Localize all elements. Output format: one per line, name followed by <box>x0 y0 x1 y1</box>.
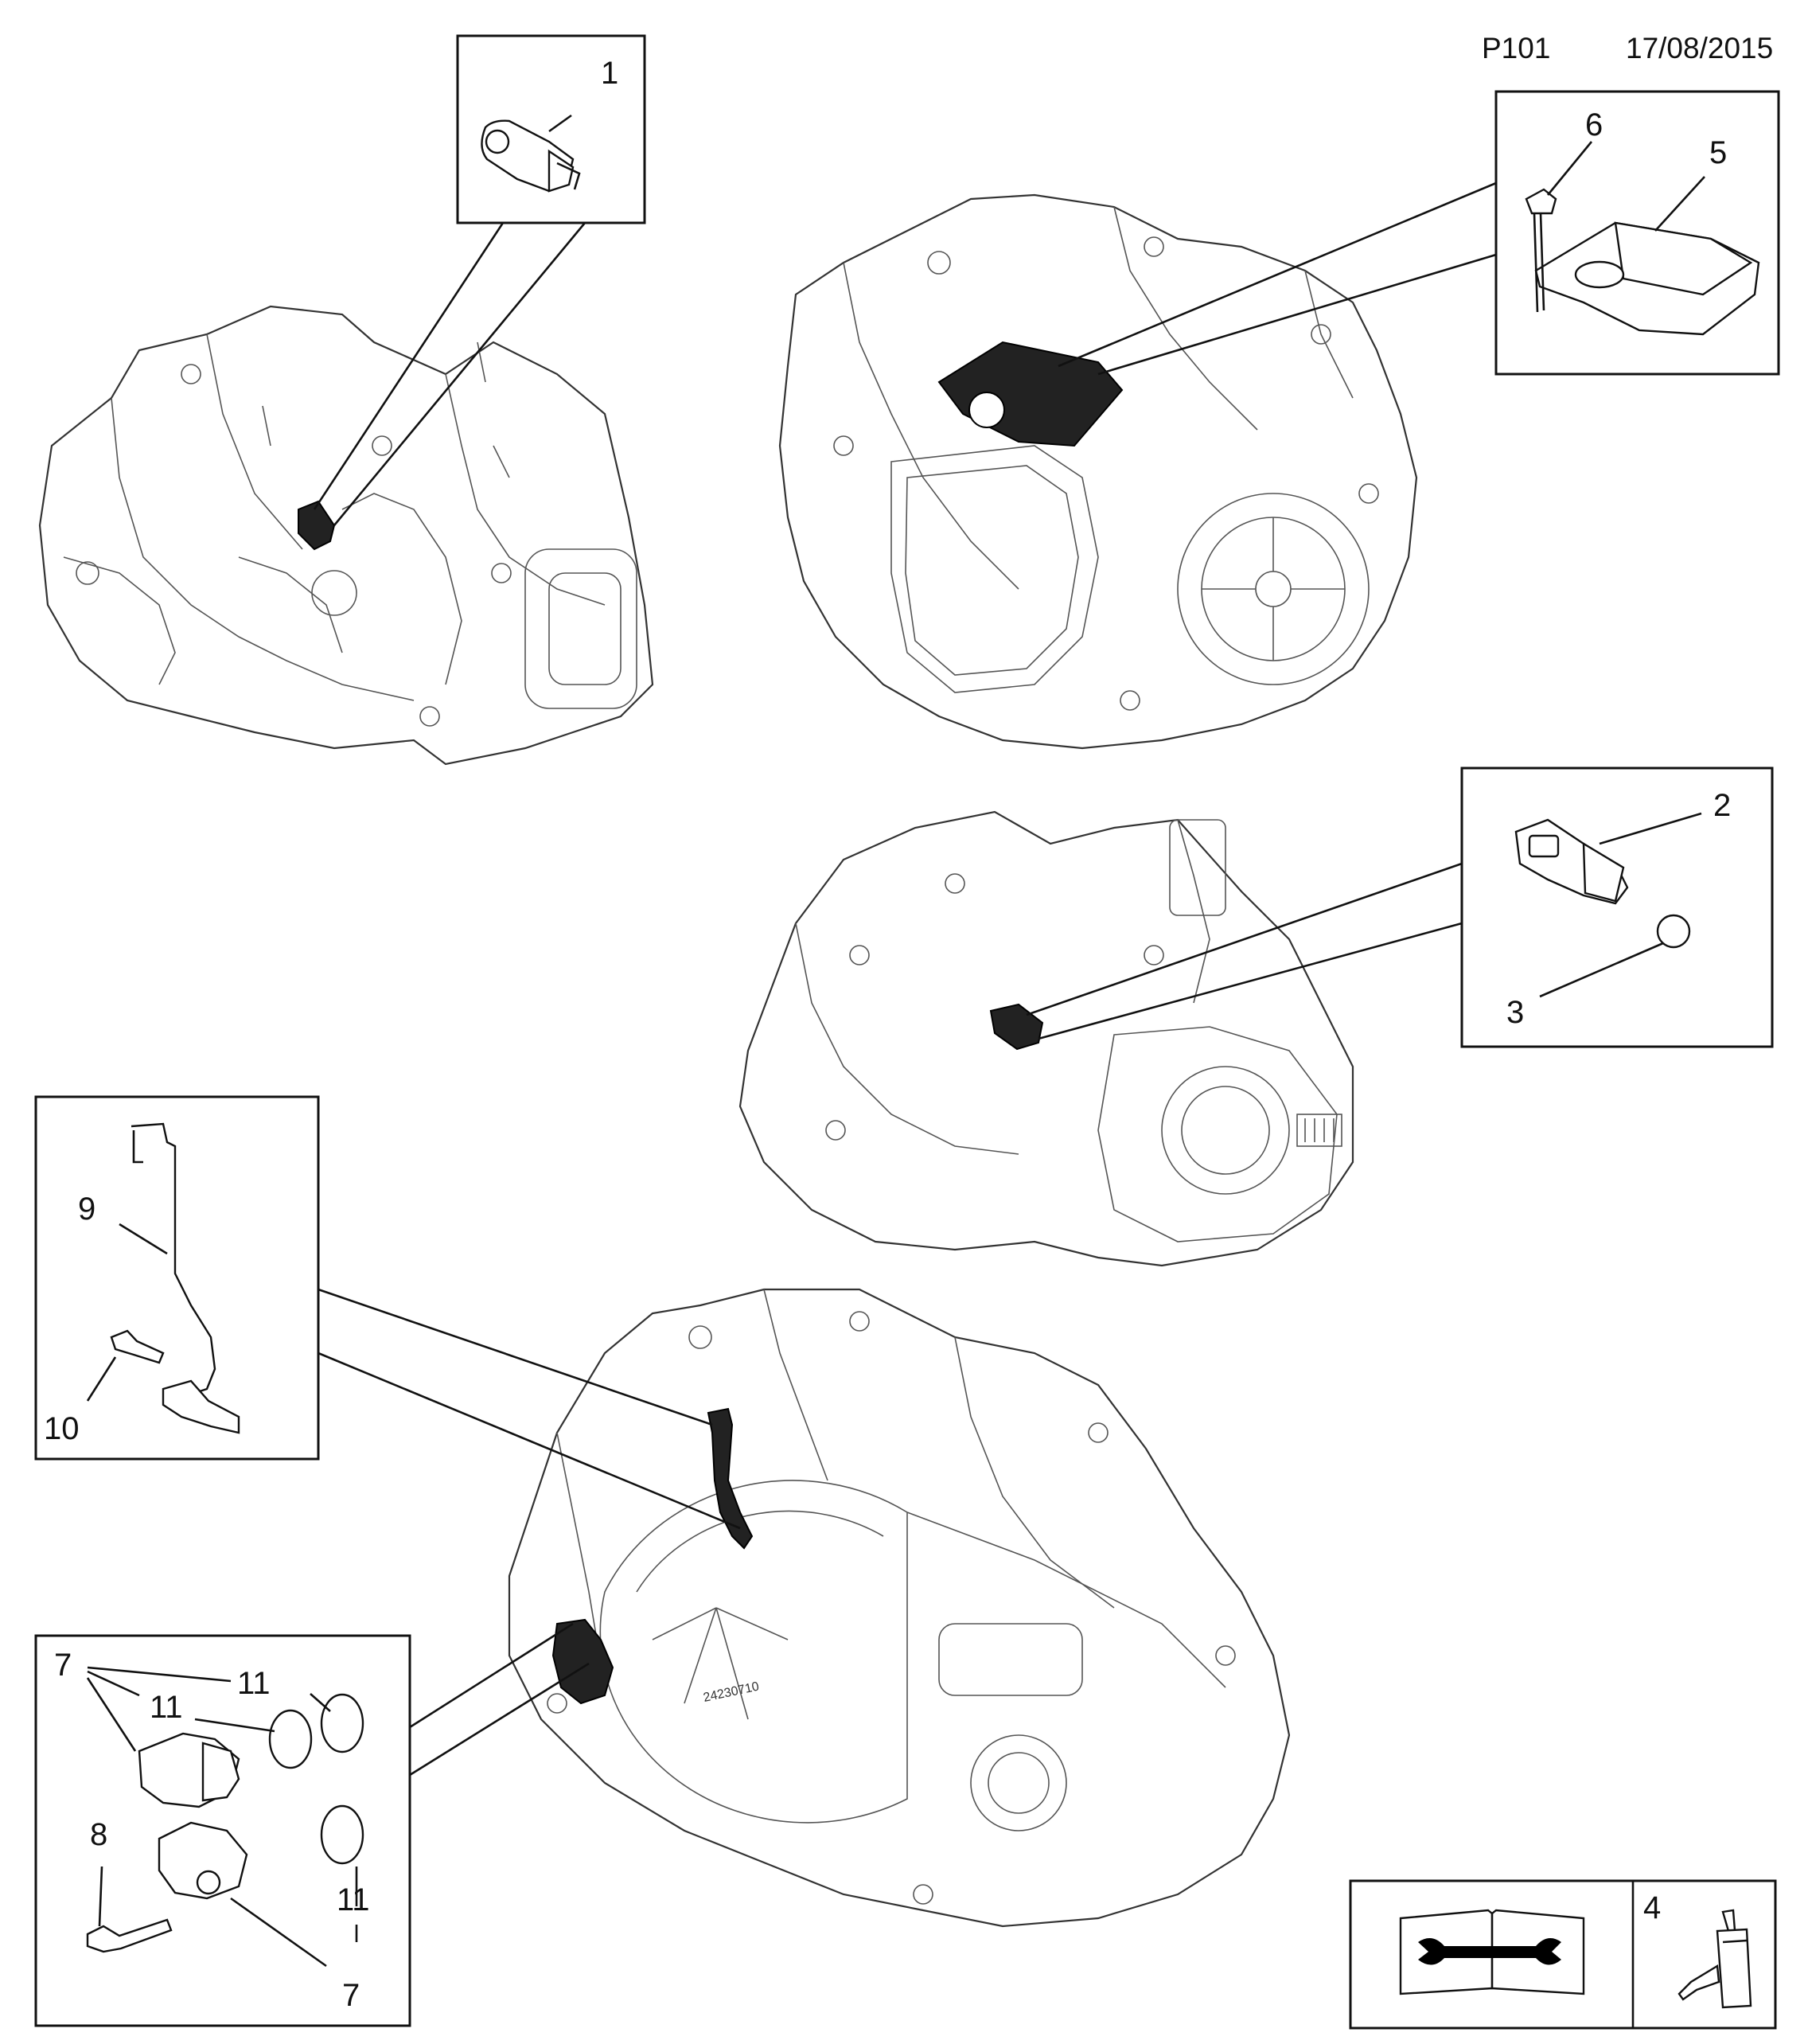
callout-8: 8 <box>90 1817 107 1852</box>
callout-11-top: 11 <box>237 1666 271 1701</box>
connector-line-2a <box>1026 862 1463 1016</box>
transmission-housing-d: 24230710 <box>508 1288 1291 1928</box>
connector-line-7b <box>409 1662 590 1777</box>
callout-9: 9 <box>78 1192 95 1227</box>
callout-7-top: 7 <box>54 1648 72 1683</box>
inset-box-2-3 <box>1460 766 1774 1048</box>
connector-line-9a <box>318 1288 713 1426</box>
callout-6: 6 <box>1585 107 1603 142</box>
connector-line-7a <box>409 1622 574 1729</box>
transmission-housing-c <box>738 810 1354 1267</box>
leader-line-1 <box>548 114 572 133</box>
callout-1: 1 <box>601 56 618 91</box>
connector-line-5a <box>1058 181 1497 368</box>
callout-11-bottom: 11 <box>337 1882 370 1917</box>
page-date: 17/08/2015 <box>1626 32 1774 64</box>
leader-line-7a-1 <box>87 1666 232 1683</box>
leader-line-9 <box>119 1223 168 1255</box>
leader-line-7b <box>230 1897 327 1968</box>
connector-line-5b <box>1097 253 1497 376</box>
inset-box-7-8-11 <box>34 1634 411 2027</box>
leader-line-7a-3 <box>86 1677 137 1752</box>
leader-line-3 <box>1539 942 1664 998</box>
leader-line-10 <box>86 1356 117 1402</box>
leader-line-5 <box>1654 176 1705 232</box>
connector-line-9b <box>318 1352 741 1530</box>
leader-line-6 <box>1546 141 1593 196</box>
open-manual-wrench-icon <box>1399 1909 1585 1995</box>
leader-line-11a <box>194 1718 275 1733</box>
callout-5: 5 <box>1709 135 1727 170</box>
transmission-housing-b <box>778 193 1418 750</box>
callout-7-bottom: 7 <box>342 1978 360 2013</box>
adhesive-bottle-icon <box>1677 1909 1752 2009</box>
connector-line-1b <box>333 222 586 526</box>
leader-line-2 <box>1599 812 1702 845</box>
leader-line-11b <box>310 1693 331 1712</box>
legend-box: 4 <box>1349 1879 1777 2030</box>
callout-4: 4 <box>1643 1890 1661 1925</box>
callout-2: 2 <box>1713 788 1731 823</box>
inset-box-5-6 <box>1494 90 1780 376</box>
connector-line-2b <box>1038 922 1463 1040</box>
connector-line-1a <box>313 222 505 510</box>
callout-10: 10 <box>44 1411 80 1446</box>
inset-box-9-10 <box>34 1095 320 1461</box>
leader-line-8 <box>98 1866 103 1927</box>
callout-3: 3 <box>1506 995 1524 1030</box>
page-code: P101 <box>1482 32 1551 64</box>
leader-line-7a-2 <box>87 1670 140 1697</box>
callout-11-mid: 11 <box>150 1690 183 1725</box>
transmission-housing-a <box>38 305 654 766</box>
